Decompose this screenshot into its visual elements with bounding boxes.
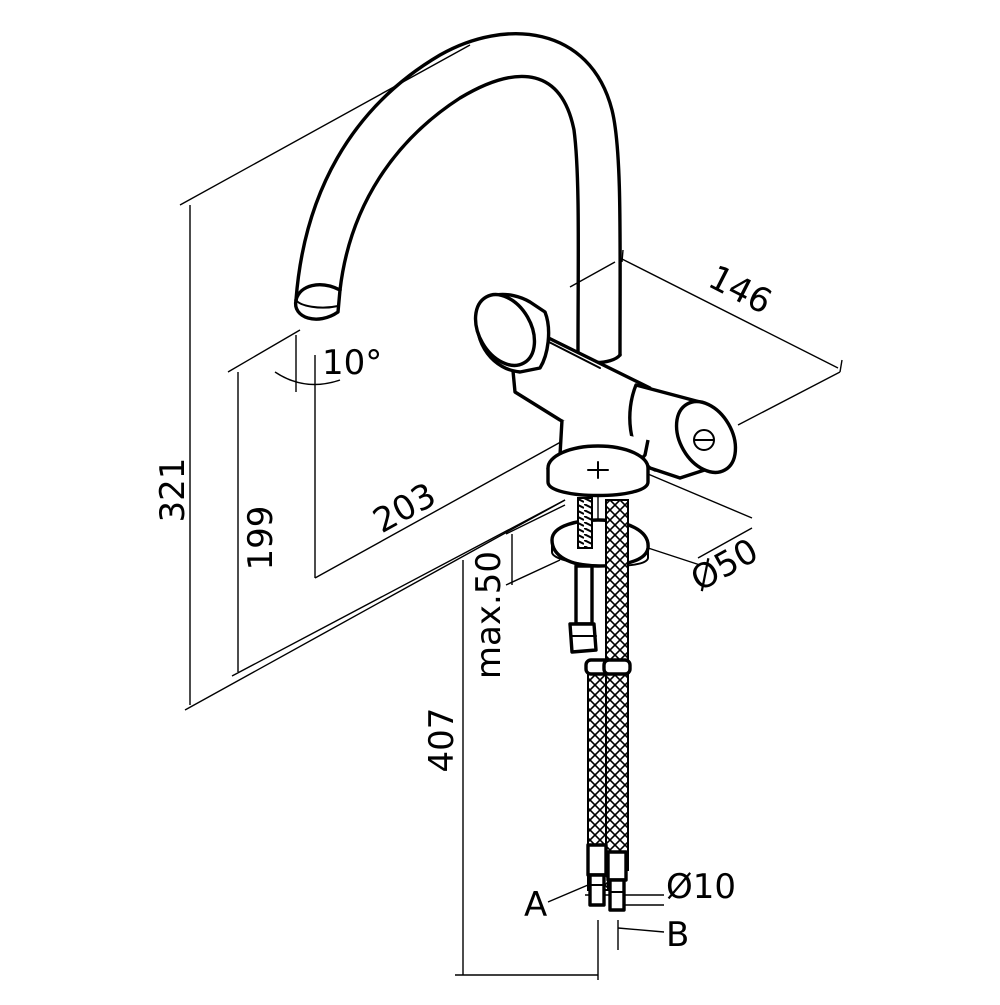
dim-203-label: 203 (367, 475, 443, 541)
dim-angle-label: 10° (322, 343, 382, 383)
left-handle (473, 292, 551, 374)
dim-407-label: 407 (422, 708, 462, 773)
hoses (584, 499, 632, 912)
dim-321-label: 321 (153, 458, 193, 523)
right-handle (628, 383, 738, 480)
dim-mount-hole-label: Ø50 (684, 531, 765, 600)
dim-connector-label: Ø10 (666, 867, 736, 907)
spout (294, 32, 622, 365)
base-flange (546, 444, 650, 498)
hose-b-label: B (666, 915, 689, 955)
dim-deck-thickness-label: max.50 (469, 551, 509, 679)
tap-body (473, 292, 738, 480)
threaded-rod (568, 497, 598, 654)
hose-a-label: A (524, 885, 547, 925)
mounting-washer (550, 518, 650, 568)
dimension-labels: 321 199 203 10° 146 Ø50 max.50 407 Ø10 A… (153, 258, 778, 955)
hose-b (605, 499, 629, 871)
dim-199-label: 199 (241, 506, 281, 571)
dim-146-label: 146 (702, 258, 778, 323)
